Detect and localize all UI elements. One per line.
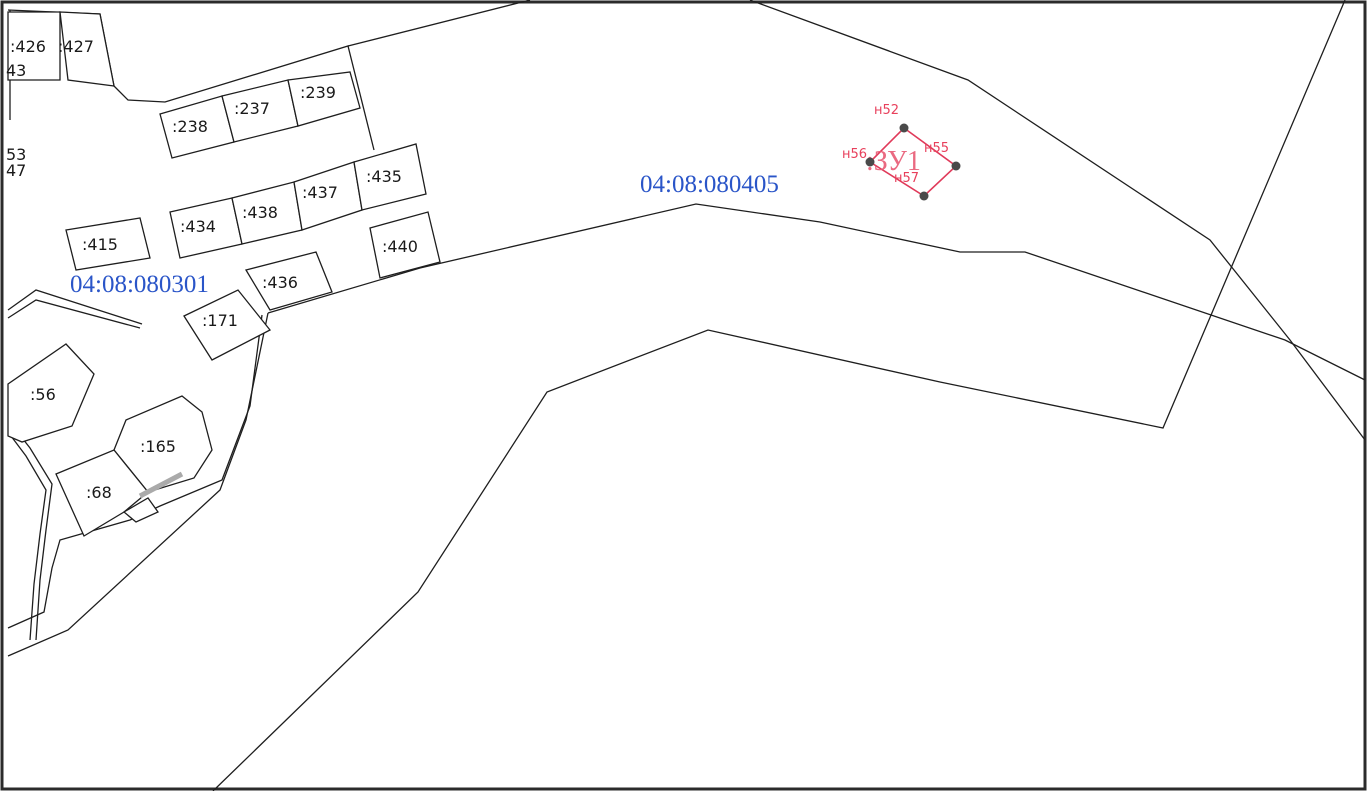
label-parcel-435: :435: [366, 167, 402, 186]
point-label-n56: н56: [842, 147, 867, 162]
label-parcel-237: :237: [234, 99, 270, 118]
parcel-415[interactable]: [65, 217, 151, 271]
label-parcel-436: :436: [262, 273, 298, 292]
point-n56[interactable]: [865, 157, 875, 167]
label-parcel-427: :427: [58, 37, 94, 56]
label-parcel-426: :426: [10, 37, 46, 56]
point-n55[interactable]: [951, 161, 961, 171]
label-parcel-438: :438: [242, 203, 278, 222]
label-parcel-437: :437: [302, 183, 338, 202]
road-arc-1: [7, 289, 143, 325]
label-parcel-56: :56: [30, 385, 56, 404]
quarter-boundary-ne: [749, 0, 1366, 441]
label-parcel-415: :415: [82, 235, 118, 254]
label-parcel-238: :238: [172, 117, 208, 136]
point-label-n52: н52: [874, 103, 899, 118]
grey-strip: [138, 471, 184, 499]
stream-1: [7, 419, 53, 641]
point-label-n57: н57: [894, 171, 919, 186]
parcel-427[interactable]: [59, 11, 115, 87]
parcel-56[interactable]: [7, 343, 95, 443]
parcel-435[interactable]: [353, 143, 427, 211]
quarter-boundary-north: [347, 0, 531, 47]
parcel-440[interactable]: [369, 211, 441, 279]
road-left-inner: [7, 314, 263, 629]
label-parcel-434: :434: [180, 217, 216, 236]
quarter-boundary-east: [212, 0, 1346, 791]
quarter-boundary-middle: [267, 203, 1366, 381]
parcel-436[interactable]: [244, 251, 333, 311]
parcel-68[interactable]: [55, 449, 149, 537]
small-structure: [122, 497, 159, 523]
point-n57[interactable]: [919, 191, 929, 201]
road-arc-2: [7, 299, 141, 329]
label-parcel-68: :68: [86, 483, 112, 502]
label-parcel-43: 43: [6, 61, 26, 80]
stream-2: [7, 431, 47, 641]
parcel-426[interactable]: [7, 11, 61, 81]
point-label-n55: н55: [924, 141, 949, 156]
parcel-239[interactable]: [287, 71, 361, 127]
label-parcel-53: 53: [6, 145, 26, 164]
label-parcel-440: :440: [382, 237, 418, 256]
quarter-label-080301: 04:08:080301: [70, 271, 209, 298]
label-parcel-171: :171: [202, 311, 238, 330]
quarter-label-080405: 04:08:080405: [640, 171, 779, 198]
label-parcel-47: 47: [6, 161, 26, 180]
parcel-171[interactable]: [183, 289, 272, 361]
point-n52[interactable]: [899, 123, 909, 133]
label-parcel-165: :165: [140, 437, 176, 456]
new-parcel-zu1-label: :ЗУ1: [866, 146, 921, 177]
label-parcel-239: :239: [300, 83, 336, 102]
